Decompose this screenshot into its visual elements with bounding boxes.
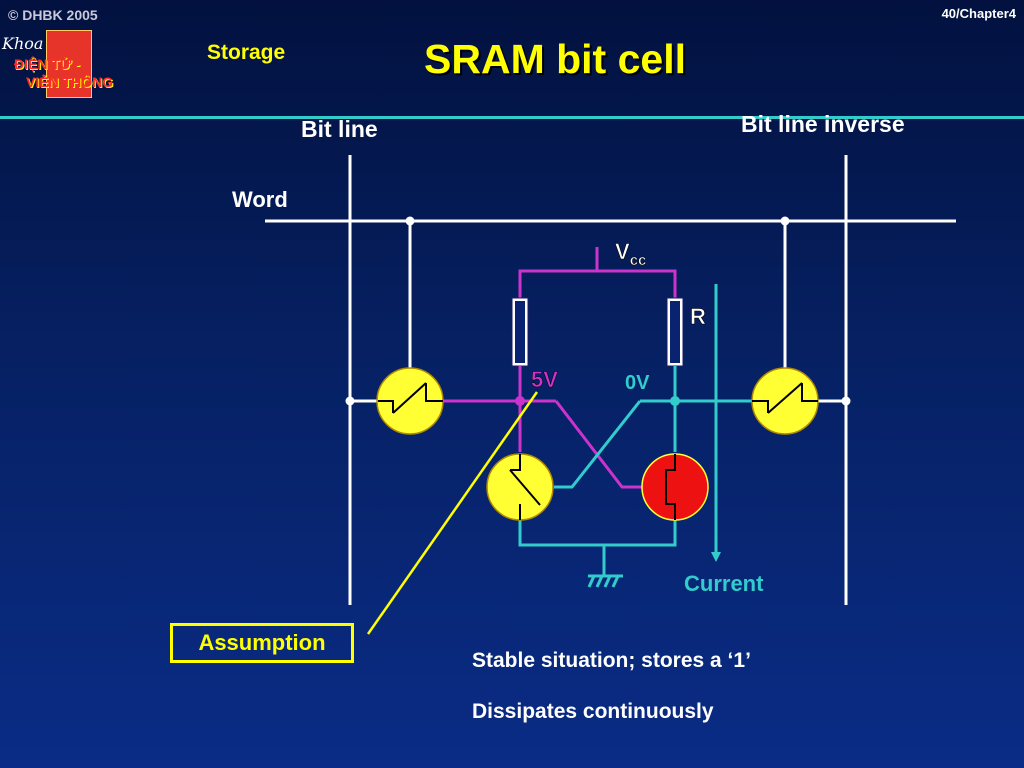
left-resistor-body <box>515 301 525 363</box>
ground-bus <box>518 518 677 547</box>
left-node-voltage: 5V <box>531 367 558 392</box>
copyright-text: © DHBK 2005 <box>8 7 98 23</box>
logo-emblem <box>46 30 92 98</box>
assumption-pointer <box>366 391 539 635</box>
vcc-label: Vcc <box>615 239 646 269</box>
junction-dot <box>780 216 790 226</box>
word-line-label: Word <box>232 187 288 212</box>
right-pulldown-transistor-on <box>641 453 709 521</box>
vcc-main: V <box>615 239 630 264</box>
vcc-subscript: cc <box>630 252 647 269</box>
resistor-label: R <box>690 304 706 329</box>
logo-text-dien-tu: ĐIỆN TỬ - <box>14 56 81 72</box>
cross-coupling-right <box>554 400 642 489</box>
current-label: Current <box>684 571 764 596</box>
bit-line-label: Bit line <box>301 116 378 142</box>
caption-stable: Stable situation; stores a ‘1’ <box>472 649 751 672</box>
left-access-transistor <box>376 367 444 435</box>
junction-dot <box>345 396 355 406</box>
slide-title: SRAM bit cell <box>424 36 686 82</box>
title-divider <box>0 116 1024 119</box>
right-node-voltage: 0V <box>625 372 650 394</box>
bit-line-inverse-label: Bit line inverse <box>741 111 905 137</box>
logo-text-khoa: Khoa <box>2 34 44 53</box>
logo-text-vien-thong: VIỄN THÔNG <box>26 74 114 90</box>
right-resistor-body <box>670 301 680 363</box>
faculty-logo: Khoa ĐIỆN TỬ - VIỄN THÔNG <box>2 28 122 98</box>
section-label: Storage <box>207 41 286 64</box>
current-arrow-head <box>711 552 721 562</box>
junction-dot <box>841 396 851 406</box>
left-node-dot <box>515 396 525 406</box>
left-pulldown-transistor-off <box>486 453 554 521</box>
assumption-callout: Assumption <box>170 623 354 663</box>
ground-symbol <box>587 574 623 588</box>
right-access-transistor <box>751 367 819 435</box>
junction-dot <box>405 216 415 226</box>
caption-dissipates: Dissipates continuously <box>472 700 714 723</box>
page-number: 40/Chapter4 <box>941 6 1016 21</box>
vcc-rail <box>518 269 677 298</box>
cross-coupling-left <box>554 400 642 489</box>
right-node-dot <box>670 396 680 406</box>
